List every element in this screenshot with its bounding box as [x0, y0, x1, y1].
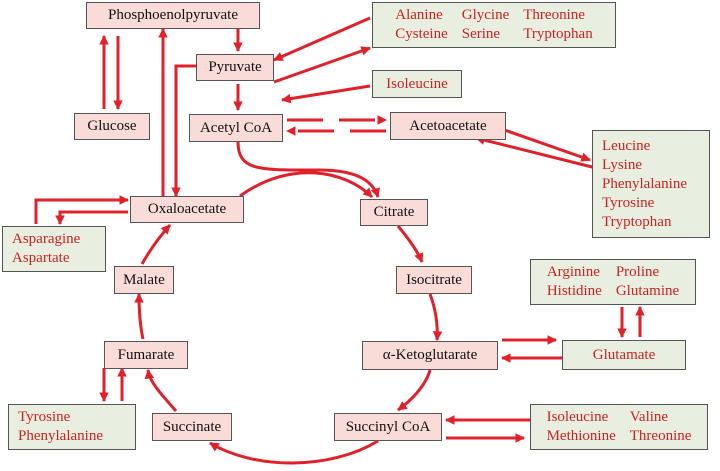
amino-acid-threonine: Threonine: [523, 7, 585, 23]
arrow-oxaloacetate-citrate: [239, 171, 374, 199]
glutamate-label: Glutamate: [592, 346, 656, 363]
fumarate-label: Fumarate: [117, 346, 175, 363]
oxaloacetate-label: Oxaloacetate: [147, 201, 227, 217]
citrate-label: Citrate: [373, 204, 415, 220]
acetyl-coa-label: Acetyl CoA: [199, 119, 273, 136]
arrow-aa-pyruvate-1: [273, 16, 371, 62]
amino-acid-leucine: Leucine: [602, 137, 651, 154]
glutamate-box: Glutamate: [562, 340, 686, 370]
arrow-acetylcoa-citrate: [236, 141, 380, 198]
alpha-ketoglutarate-box: α-Ketoglutarate: [362, 341, 498, 370]
glucose-box: Glucose: [74, 113, 150, 140]
amino-acids-to-acetyl-coa: Isoleucine: [372, 70, 462, 98]
amino-acids-to-pyruvate: Alanine Glycine Threonine Cysteine Serin…: [372, 2, 616, 48]
arrow-succinate-fumarate: [144, 369, 178, 412]
amino-acid-isoleucine: Isoleucine: [546, 409, 609, 425]
amino-acid-asparagine: Asparagine: [12, 231, 81, 247]
malate-box: Malate: [114, 266, 174, 294]
amino-acids-to-glutamate: Arginine Proline Histidine Glutamine: [530, 259, 696, 305]
citrate-box: Citrate: [360, 199, 428, 226]
arrow-citrate-isocitrate: [396, 225, 424, 263]
amino-acid-valine: Valine: [629, 409, 669, 425]
amino-acid-cysteine: Cysteine: [395, 26, 448, 42]
arrow-succinylcoa-succinate: [209, 439, 379, 465]
amino-acid-lysine: Lysine: [602, 156, 642, 173]
amino-acid-aspartate: Aspartate: [12, 250, 70, 266]
isocitrate-label: Isocitrate: [406, 271, 462, 288]
succinyl-coa-box: Succinyl CoA: [334, 413, 442, 441]
amino-acids-to-oxaloacetate: Asparagine Aspartate: [2, 226, 106, 272]
pyruvate-box: Pyruvate: [196, 54, 274, 81]
alpha-ketoglutarate-label: α-Ketoglutarate: [382, 347, 478, 363]
amino-acid-tryptophan: Tryptophan: [602, 213, 672, 230]
arrow-aa-pyruvate-2: [273, 46, 371, 84]
arrow-isocitrate-akg: [428, 293, 443, 341]
succinate-label: Succinate: [162, 418, 222, 435]
arrow-malate-oxaloacetate: [140, 223, 172, 265]
acetoacetate-box: Acetoacetate: [390, 112, 506, 140]
pyruvate-label: Pyruvate: [208, 59, 262, 75]
arrow-leucine-acetoacetate-1: [475, 135, 597, 170]
arrow-isoleucine-acetylcoa: [281, 84, 371, 104]
amino-acid-histidine: Histidine: [546, 283, 602, 299]
arrow-asparagine-oxaloacetate: [34, 195, 129, 224]
amino-acid-arginine: Arginine: [546, 264, 600, 280]
amino-acid-proline: Proline: [615, 264, 660, 280]
amino-acid-glutamine: Glutamine: [615, 283, 680, 299]
phosphoenolpyruvate-label: Phosphoenolpyruvate: [108, 7, 238, 23]
amino-acids-to-acetoacetate: Leucine Lysine Phenylalanine Tyrosine Tr…: [592, 130, 710, 238]
amino-acid-tryptophan: Tryptophan: [523, 26, 593, 42]
succinate-box: Succinate: [152, 413, 232, 441]
glucose-label: Glucose: [87, 118, 137, 134]
phosphoenolpyruvate-box: Phosphoenolpyruvate: [86, 2, 260, 29]
succinyl-coa-label: Succinyl CoA: [345, 418, 431, 435]
amino-acid-threonine: Threonine: [629, 428, 692, 444]
acetoacetate-label: Acetoacetate: [409, 117, 487, 134]
amino-acid-phenylalanine: Phenylalanine: [602, 175, 687, 192]
amino-acid-glycine: Glycine: [461, 7, 510, 23]
oxaloacetate-box: Oxaloacetate: [130, 196, 244, 223]
fumarate-box: Fumarate: [104, 341, 188, 369]
amino-acid-tyrosine: Tyrosine: [18, 409, 71, 425]
arrow-akg-succinylcoa: [397, 369, 432, 412]
amino-acid-isoleucine: Isoleucine: [386, 75, 448, 92]
amino-acids-to-fumarate: Tyrosine Phenylalanine: [8, 404, 136, 450]
malate-label: Malate: [123, 271, 165, 288]
isocitrate-box: Isocitrate: [396, 266, 472, 294]
amino-acid-phenylalanine: Phenylalanine: [18, 428, 103, 444]
arrow-pyruvate-oxaloacetate: [171, 64, 196, 197]
arrow-fumarate-malate: [134, 293, 145, 340]
amino-acid-alanine: Alanine: [395, 7, 443, 23]
amino-acid-tyrosine: Tyrosine: [602, 194, 655, 211]
amino-acid-methionine: Methionine: [546, 428, 616, 444]
acetyl-coa-box: Acetyl CoA: [189, 114, 283, 142]
amino-acids-to-succinyl-coa: Isoleucine Valine Methionine Threonine: [530, 404, 708, 450]
amino-acid-serine: Serine: [461, 26, 501, 42]
arrow-oxaloacetate-asparagine: [55, 210, 128, 225]
